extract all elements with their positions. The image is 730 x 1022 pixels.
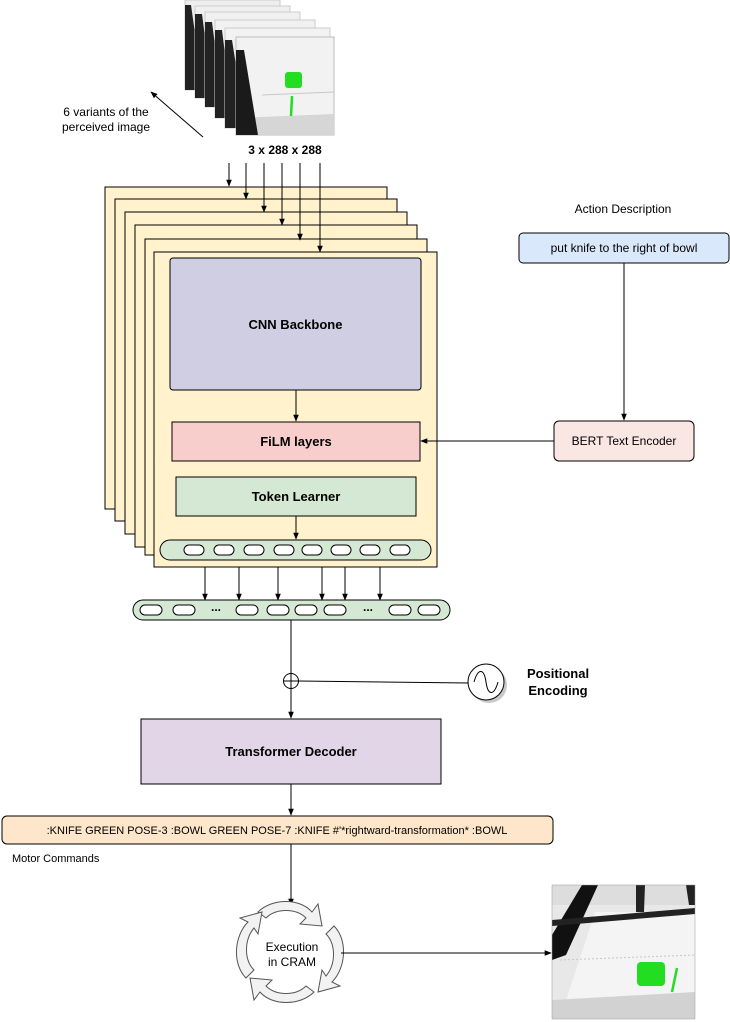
- token-combine-arrows: [202, 567, 383, 601]
- cnn-backbone-label: CNN Backbone: [249, 317, 343, 332]
- execution-cycle-icon: [235, 901, 345, 1003]
- token-ellipsis-1: ...: [211, 600, 221, 614]
- token-learner-box: [175, 476, 417, 517]
- film-layers-box: [171, 421, 421, 462]
- perceived-image-stack: [184, 0, 335, 136]
- front-perceived-image: [235, 36, 335, 136]
- token-learner-label: Token Learner: [252, 489, 341, 504]
- token-ellipsis-2: ...: [363, 600, 373, 614]
- transformer-decoder-box: [140, 718, 442, 785]
- green-cube: [285, 72, 302, 88]
- motor-commands-label: Motor Commands: [12, 853, 100, 865]
- input-arrows: [226, 163, 323, 253]
- execution-label: Execution: [266, 940, 319, 954]
- action-description-title: Action Description: [575, 202, 672, 216]
- film-layers-label: FiLM layers: [260, 434, 332, 449]
- result-image: [552, 885, 695, 1019]
- image-caption-line2: perceived image: [62, 120, 150, 134]
- result-green-cube: [637, 962, 665, 986]
- execution-label-line2: in CRAM: [268, 955, 316, 969]
- positional-encoding-label: Positional: [527, 666, 589, 681]
- bert-encoder-label: BERT Text Encoder: [572, 434, 677, 448]
- sine-wave-icon: [467, 663, 507, 703]
- combined-token-row: ... ...: [132, 599, 451, 621]
- image-caption: 6 variants of the: [63, 105, 149, 119]
- frame-token-row: [159, 539, 432, 561]
- transformer-decoder-label: Transformer Decoder: [225, 744, 357, 759]
- action-text: put knife to the right of bowl: [551, 241, 698, 255]
- positional-encoding-label-line2: Encoding: [528, 683, 587, 698]
- motor-command-text: :KNIFE GREEN POSE-3 :BOWL GREEN POSE-7 :…: [47, 825, 508, 837]
- motor-command-box: [1, 815, 554, 845]
- caption-arrow: [150, 91, 204, 138]
- input-dims-label: 3 x 288 x 288: [248, 143, 322, 157]
